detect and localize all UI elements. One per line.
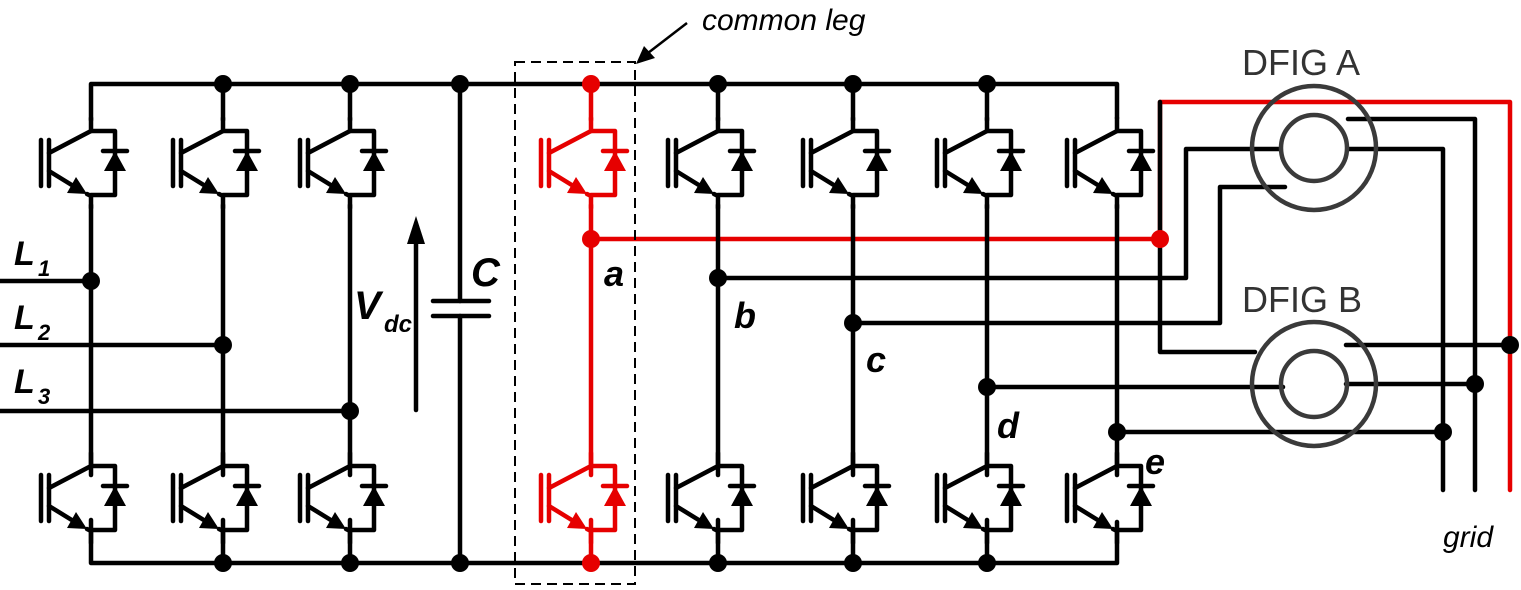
vdc-arrow-icon bbox=[407, 216, 425, 413]
dfig-a-machine-icon bbox=[1249, 83, 1379, 213]
igbt-icon bbox=[41, 118, 127, 208]
junction-dots bbox=[82, 75, 1519, 572]
igbt-icon bbox=[173, 453, 259, 543]
rectifier-legs bbox=[88, 81, 353, 566]
igbt-icon bbox=[668, 453, 754, 543]
machine-wiring bbox=[715, 99, 1513, 493]
ac-input-lines bbox=[0, 278, 353, 414]
node-e-label: e bbox=[1145, 441, 1165, 482]
igbt-icon bbox=[300, 453, 386, 543]
node-c-label: c bbox=[866, 339, 886, 380]
igbt-icon bbox=[300, 118, 386, 208]
node-a-label: a bbox=[604, 253, 624, 294]
igbt-icon bbox=[173, 118, 259, 208]
igbt-icon bbox=[803, 453, 889, 543]
igbt-icon bbox=[1067, 453, 1153, 543]
dfig-b-machine-icon bbox=[1249, 319, 1379, 449]
igbt-icon bbox=[668, 118, 754, 208]
igbt-icon bbox=[541, 118, 627, 208]
line-2-subscript: 2 bbox=[37, 320, 51, 345]
dfig-b-label: DFIG B bbox=[1242, 279, 1362, 320]
igbt-icon bbox=[937, 453, 1023, 543]
igbt-icon bbox=[541, 453, 627, 543]
line-1-subscript: 1 bbox=[38, 256, 50, 281]
igbt-icon bbox=[41, 453, 127, 543]
line-1-label: L bbox=[14, 235, 35, 273]
common-leg-switches bbox=[541, 118, 627, 543]
common-leg-box bbox=[514, 22, 688, 585]
node-b-label: b bbox=[734, 295, 756, 336]
igbt-icon bbox=[803, 118, 889, 208]
capacitor-icon bbox=[430, 81, 492, 566]
grid-label: grid bbox=[1443, 521, 1494, 554]
node-d-label: d bbox=[997, 405, 1020, 446]
vdc-subscript: dc bbox=[384, 311, 412, 338]
line-3-subscript: 3 bbox=[38, 384, 50, 409]
common-leg-dots bbox=[582, 75, 1169, 572]
igbt-icon bbox=[937, 118, 1023, 208]
line-3-label: L bbox=[14, 363, 35, 401]
common-leg-label: common leg bbox=[702, 4, 866, 37]
line-2-label: L bbox=[14, 299, 35, 337]
vdc-label: V bbox=[354, 284, 384, 328]
igbt-icon bbox=[1067, 118, 1153, 208]
capacitor-label: C bbox=[471, 251, 501, 295]
dfig-a-label: DFIG A bbox=[1242, 42, 1360, 83]
